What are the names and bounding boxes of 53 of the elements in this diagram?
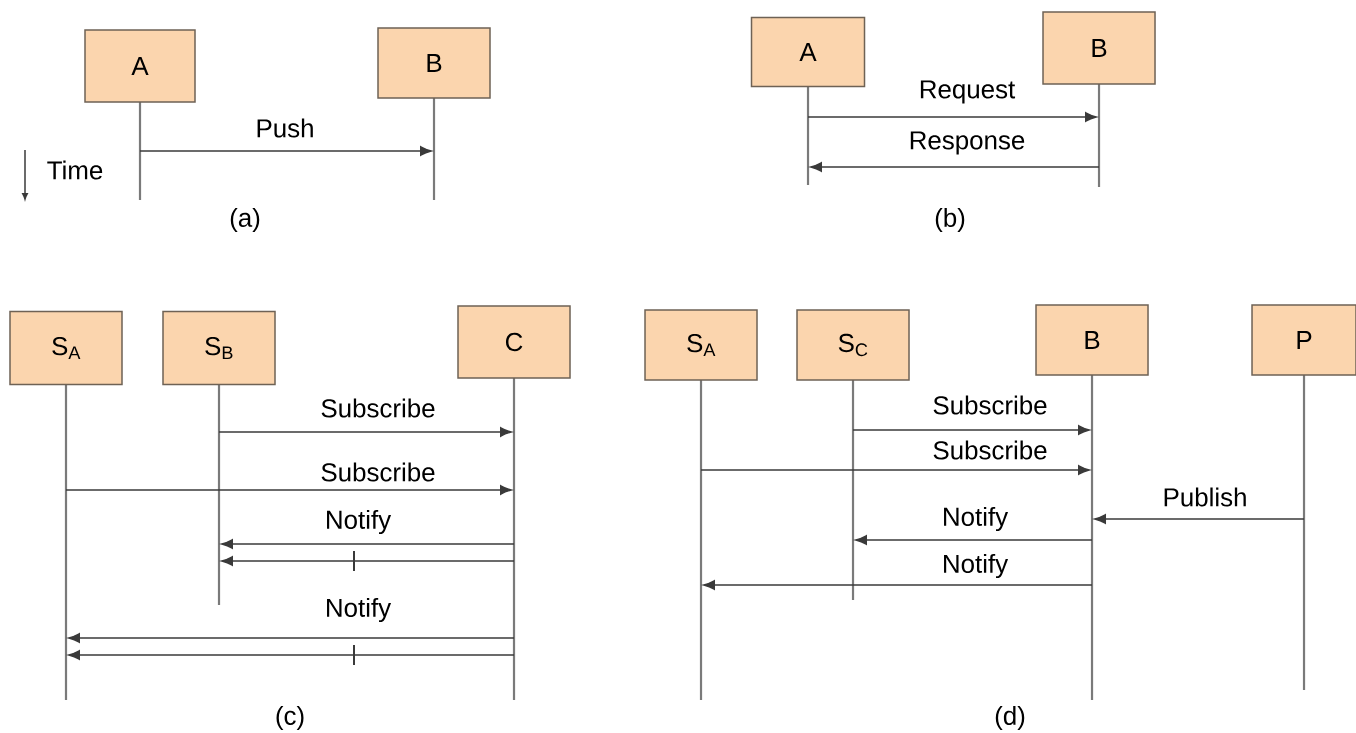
lifeline-box: B xyxy=(1042,11,1156,85)
arrow xyxy=(221,556,515,566)
lifeline xyxy=(851,380,855,600)
arrow xyxy=(65,485,512,495)
lifeline xyxy=(138,102,142,200)
arrow xyxy=(139,146,432,156)
lifeline-box: S$_{C}$ xyxy=(796,309,910,381)
edge-label: Notify xyxy=(327,509,392,535)
arrow xyxy=(807,112,1097,122)
lifeline-box: S$_{B}$ xyxy=(162,310,276,386)
arrow xyxy=(855,535,1093,545)
lifeline-box: A xyxy=(84,29,196,103)
lifeline xyxy=(432,98,436,200)
arrow xyxy=(221,539,515,549)
arrow xyxy=(810,162,1100,172)
lifeline-box: S$_{A}$ xyxy=(644,309,758,381)
edge-label: Notify xyxy=(327,597,392,623)
lifeline xyxy=(699,380,703,700)
lifeline xyxy=(64,385,68,700)
panel-caption: (b) xyxy=(935,207,965,233)
axis-label: Time xyxy=(47,160,103,180)
arrow xyxy=(700,465,1090,475)
lifeline-box: S$_{A}$ xyxy=(9,310,123,386)
lifeline-box: P xyxy=(1251,304,1356,376)
arrow xyxy=(852,425,1090,435)
lifeline xyxy=(1302,375,1306,690)
panel-caption: (d) xyxy=(995,705,1025,731)
edge-label: Subscribe xyxy=(321,462,435,482)
edge-label: Push xyxy=(257,118,313,138)
lifeline-box: B xyxy=(377,27,491,99)
lifeline-box: B xyxy=(1035,304,1149,376)
edge-label: Subscribe xyxy=(933,440,1047,460)
arrow xyxy=(68,633,515,643)
edge-label: Notify xyxy=(944,553,1009,579)
lifeline xyxy=(217,385,221,605)
edge-label: Subscribe xyxy=(321,398,435,418)
edge-label: Subscribe xyxy=(933,395,1047,415)
arrow xyxy=(703,580,1093,590)
lifeline xyxy=(1090,375,1094,700)
arrow xyxy=(1094,514,1305,524)
lifeline-box: C xyxy=(457,305,571,379)
edge-label: Notify xyxy=(944,506,1009,532)
panel-caption: (a) xyxy=(230,207,260,233)
edge-label: Request xyxy=(920,80,1016,104)
panel-caption: (c) xyxy=(276,705,304,731)
lifeline xyxy=(512,378,516,700)
edge-label: Response xyxy=(910,131,1025,155)
lifeline xyxy=(1097,84,1101,187)
arrow xyxy=(218,427,512,437)
lifeline xyxy=(806,87,810,185)
arrow xyxy=(68,650,515,660)
edge-label: Publish xyxy=(1164,487,1246,507)
lifeline-box: A xyxy=(750,16,866,88)
